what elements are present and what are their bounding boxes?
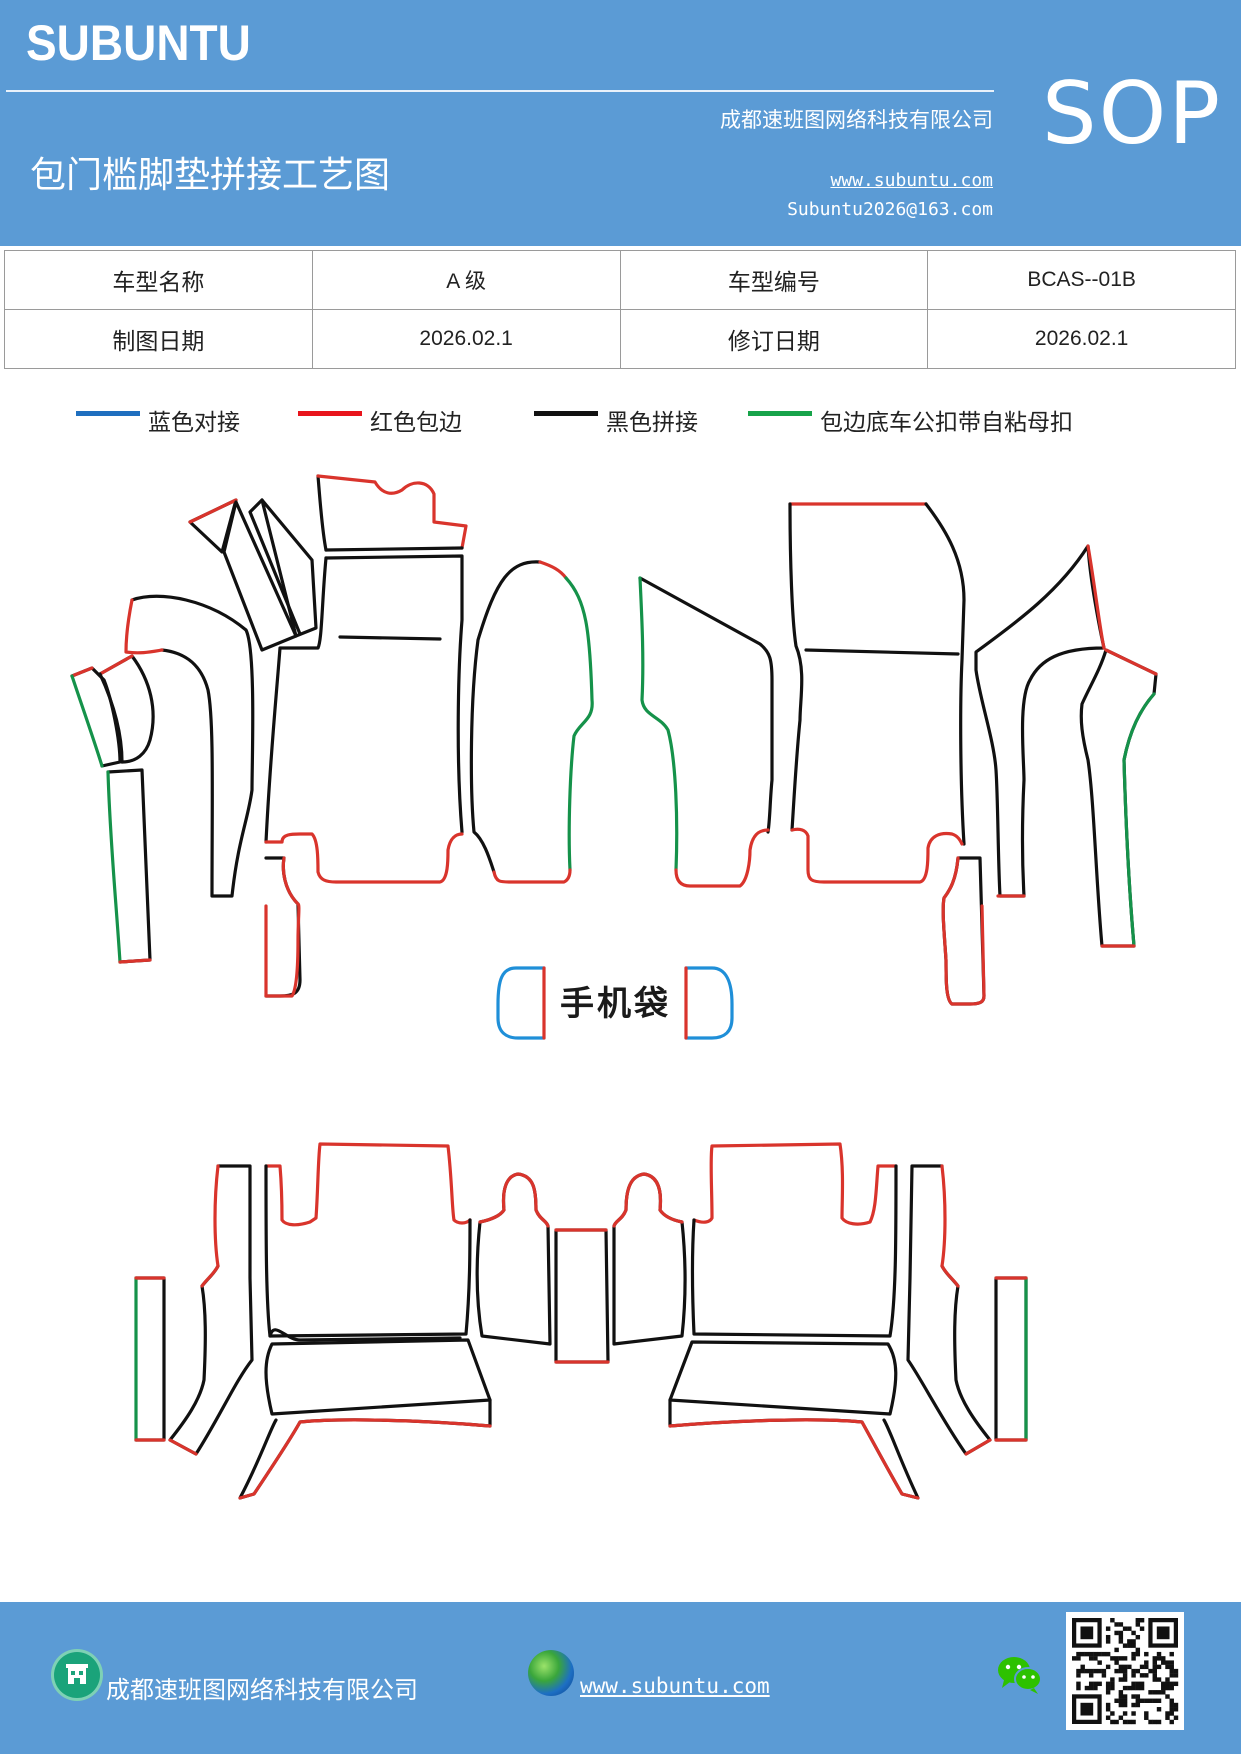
legend-label: 包边底车公扣带自粘母扣 (820, 410, 1073, 436)
header-divider (6, 90, 994, 92)
value-model-code: BCAS--01B (927, 250, 1236, 310)
sop-badge: SOP (1042, 64, 1223, 164)
legend-label: 红色包边 (370, 410, 462, 436)
company-name: 成都速班图网络科技有限公司 (720, 108, 993, 132)
building-icon (54, 1652, 100, 1698)
legend-blue: 蓝色对接 (76, 404, 240, 436)
legend-swatch (298, 410, 362, 416)
info-table: 车型名称 A 级 车型编号 BCAS--01B 制图日期 2026.02.1 修… (4, 250, 1236, 369)
wechat-icon-glyph (998, 1657, 1042, 1694)
legend-green: 包边底车公扣带自粘母扣 (748, 404, 1073, 436)
footer-company-name: 成都速班图网络科技有限公司 (106, 1676, 418, 1704)
legend-label: 蓝色对接 (148, 410, 240, 436)
table-row: 制图日期 2026.02.1 修订日期 2026.02.1 (4, 309, 1236, 369)
building-icon-glyph (66, 1664, 88, 1684)
qr-code[interactable] (1066, 1612, 1184, 1730)
value-draw-date: 2026.02.1 (311, 309, 621, 369)
legend-swatch (748, 410, 812, 416)
legend-red: 红色包边 (298, 404, 462, 436)
label-model-code: 车型编号 (619, 250, 929, 310)
value-model-name: A 级 (311, 250, 621, 310)
header-banner: SUBUNTU 成都速班图网络科技有限公司 包门槛脚垫拼接工艺图 www.sub… (0, 0, 1241, 246)
phone-pocket-label: 手机袋 (560, 984, 671, 1024)
front-right-pieces (638, 502, 1158, 1006)
label-model-name: 车型名称 (4, 250, 313, 310)
footer-website-link[interactable]: www.subuntu.com (580, 1674, 770, 1698)
qr-code-pattern (1072, 1618, 1179, 1725)
label-revision-date: 修订日期 (619, 309, 929, 369)
phone-pocket-symbols (496, 966, 734, 1040)
brand-logo: SUBUNTU (26, 15, 251, 71)
globe-icon (528, 1650, 574, 1696)
legend-swatch (76, 410, 140, 416)
document-title: 包门槛脚垫拼接工艺图 (30, 155, 391, 196)
value-revision-date: 2026.02.1 (927, 309, 1236, 369)
legend-label: 黑色拼接 (606, 410, 698, 436)
front-left-pieces (70, 474, 594, 998)
email-address: Subuntu2026@163.com (787, 199, 993, 220)
legend-black: 黑色拼接 (534, 404, 698, 436)
rear-pieces (134, 1142, 1028, 1500)
website-link[interactable]: www.subuntu.com (830, 170, 993, 191)
table-row: 车型名称 A 级 车型编号 BCAS--01B (4, 250, 1236, 310)
wechat-icon[interactable] (996, 1652, 1044, 1700)
label-draw-date: 制图日期 (4, 309, 313, 369)
legend-swatch (534, 410, 598, 416)
